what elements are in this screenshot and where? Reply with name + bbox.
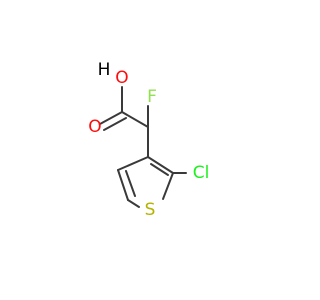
bond-ring-c2-s: [162, 172, 174, 200]
bond-carboxyl-to-alpha: [121, 111, 149, 128]
atom-label-layer: H O O F Cl S: [88, 60, 209, 220]
atom-hydroxyl-h: H: [98, 60, 111, 80]
bond-ring-c3-c2: [147, 156, 174, 174]
bond-layer: [99, 86, 187, 208]
atom-chlorine: Cl: [193, 163, 210, 183]
atom-sulfur: S: [145, 200, 156, 220]
molecule-diagram: H O O F Cl S: [88, 60, 210, 220]
atom-fluorine: F: [147, 87, 157, 107]
structure-svg: H O O F Cl S: [88, 60, 209, 220]
atom-hydroxyl-o: O: [115, 68, 128, 88]
bond-ring-s-c5: [127, 199, 140, 208]
bond-ring-c4-c3: [117, 156, 149, 171]
bond-carbonyl-double-a: [99, 111, 123, 125]
bond-carbonyl-double-b: [103, 117, 127, 131]
bond-ring-c5-c4: [117, 169, 129, 201]
bond-ring-c5-c4-inner: [125, 170, 136, 197]
bond-ring-c3-c2-inner: [150, 163, 169, 176]
atom-carbonyl-o: O: [88, 117, 101, 137]
